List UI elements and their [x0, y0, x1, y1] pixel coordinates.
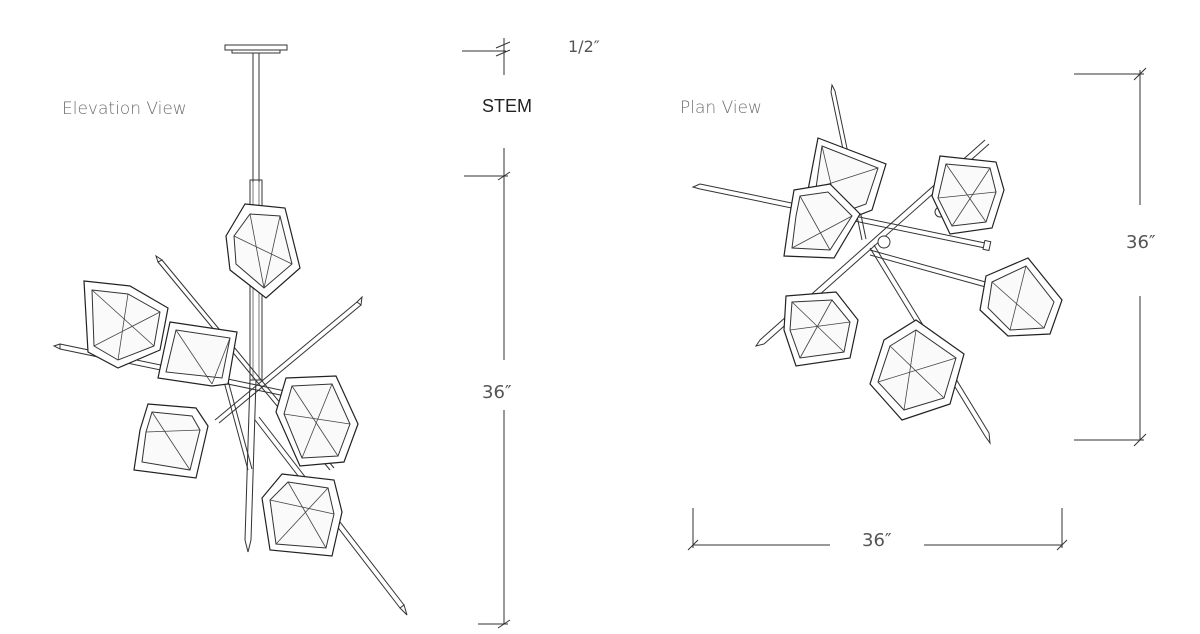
plan-shade-5 — [783, 291, 859, 367]
plan-width-dimension: 36″ — [687, 508, 1068, 551]
canopy-thickness-dimension: 1/2″ — [568, 37, 600, 56]
downrod — [244, 53, 263, 553]
plan-shade-2 — [783, 183, 861, 259]
elevation-shade-5 — [275, 375, 359, 467]
plan-view: Plan View — [680, 67, 1156, 551]
elevation-shade-1 — [225, 203, 301, 299]
stem-label: STEM — [482, 96, 532, 116]
elevation-view-label: Elevation View — [62, 99, 187, 119]
elevation-shade-2 — [83, 280, 169, 369]
plan-width-label: 36″ — [862, 530, 892, 551]
plan-view-label: Plan View — [680, 98, 762, 118]
elevation-shade-3 — [157, 321, 238, 387]
stem-dimension: 1/2″ STEM 36″ — [462, 37, 600, 629]
plan-depth-label: 36″ — [1126, 232, 1156, 253]
elevation-shade-4 — [133, 403, 209, 479]
plan-depth-dimension: 36″ — [1074, 67, 1156, 447]
plan-shade-6 — [869, 319, 965, 421]
canopy — [224, 44, 288, 54]
elevation-height-dimension: 36″ — [482, 382, 512, 403]
plan-shade-4 — [979, 257, 1063, 337]
plan-shade-3 — [931, 155, 1005, 235]
elevation-shade-6 — [261, 473, 343, 557]
elevation-view: Elevation View — [52, 44, 408, 616]
